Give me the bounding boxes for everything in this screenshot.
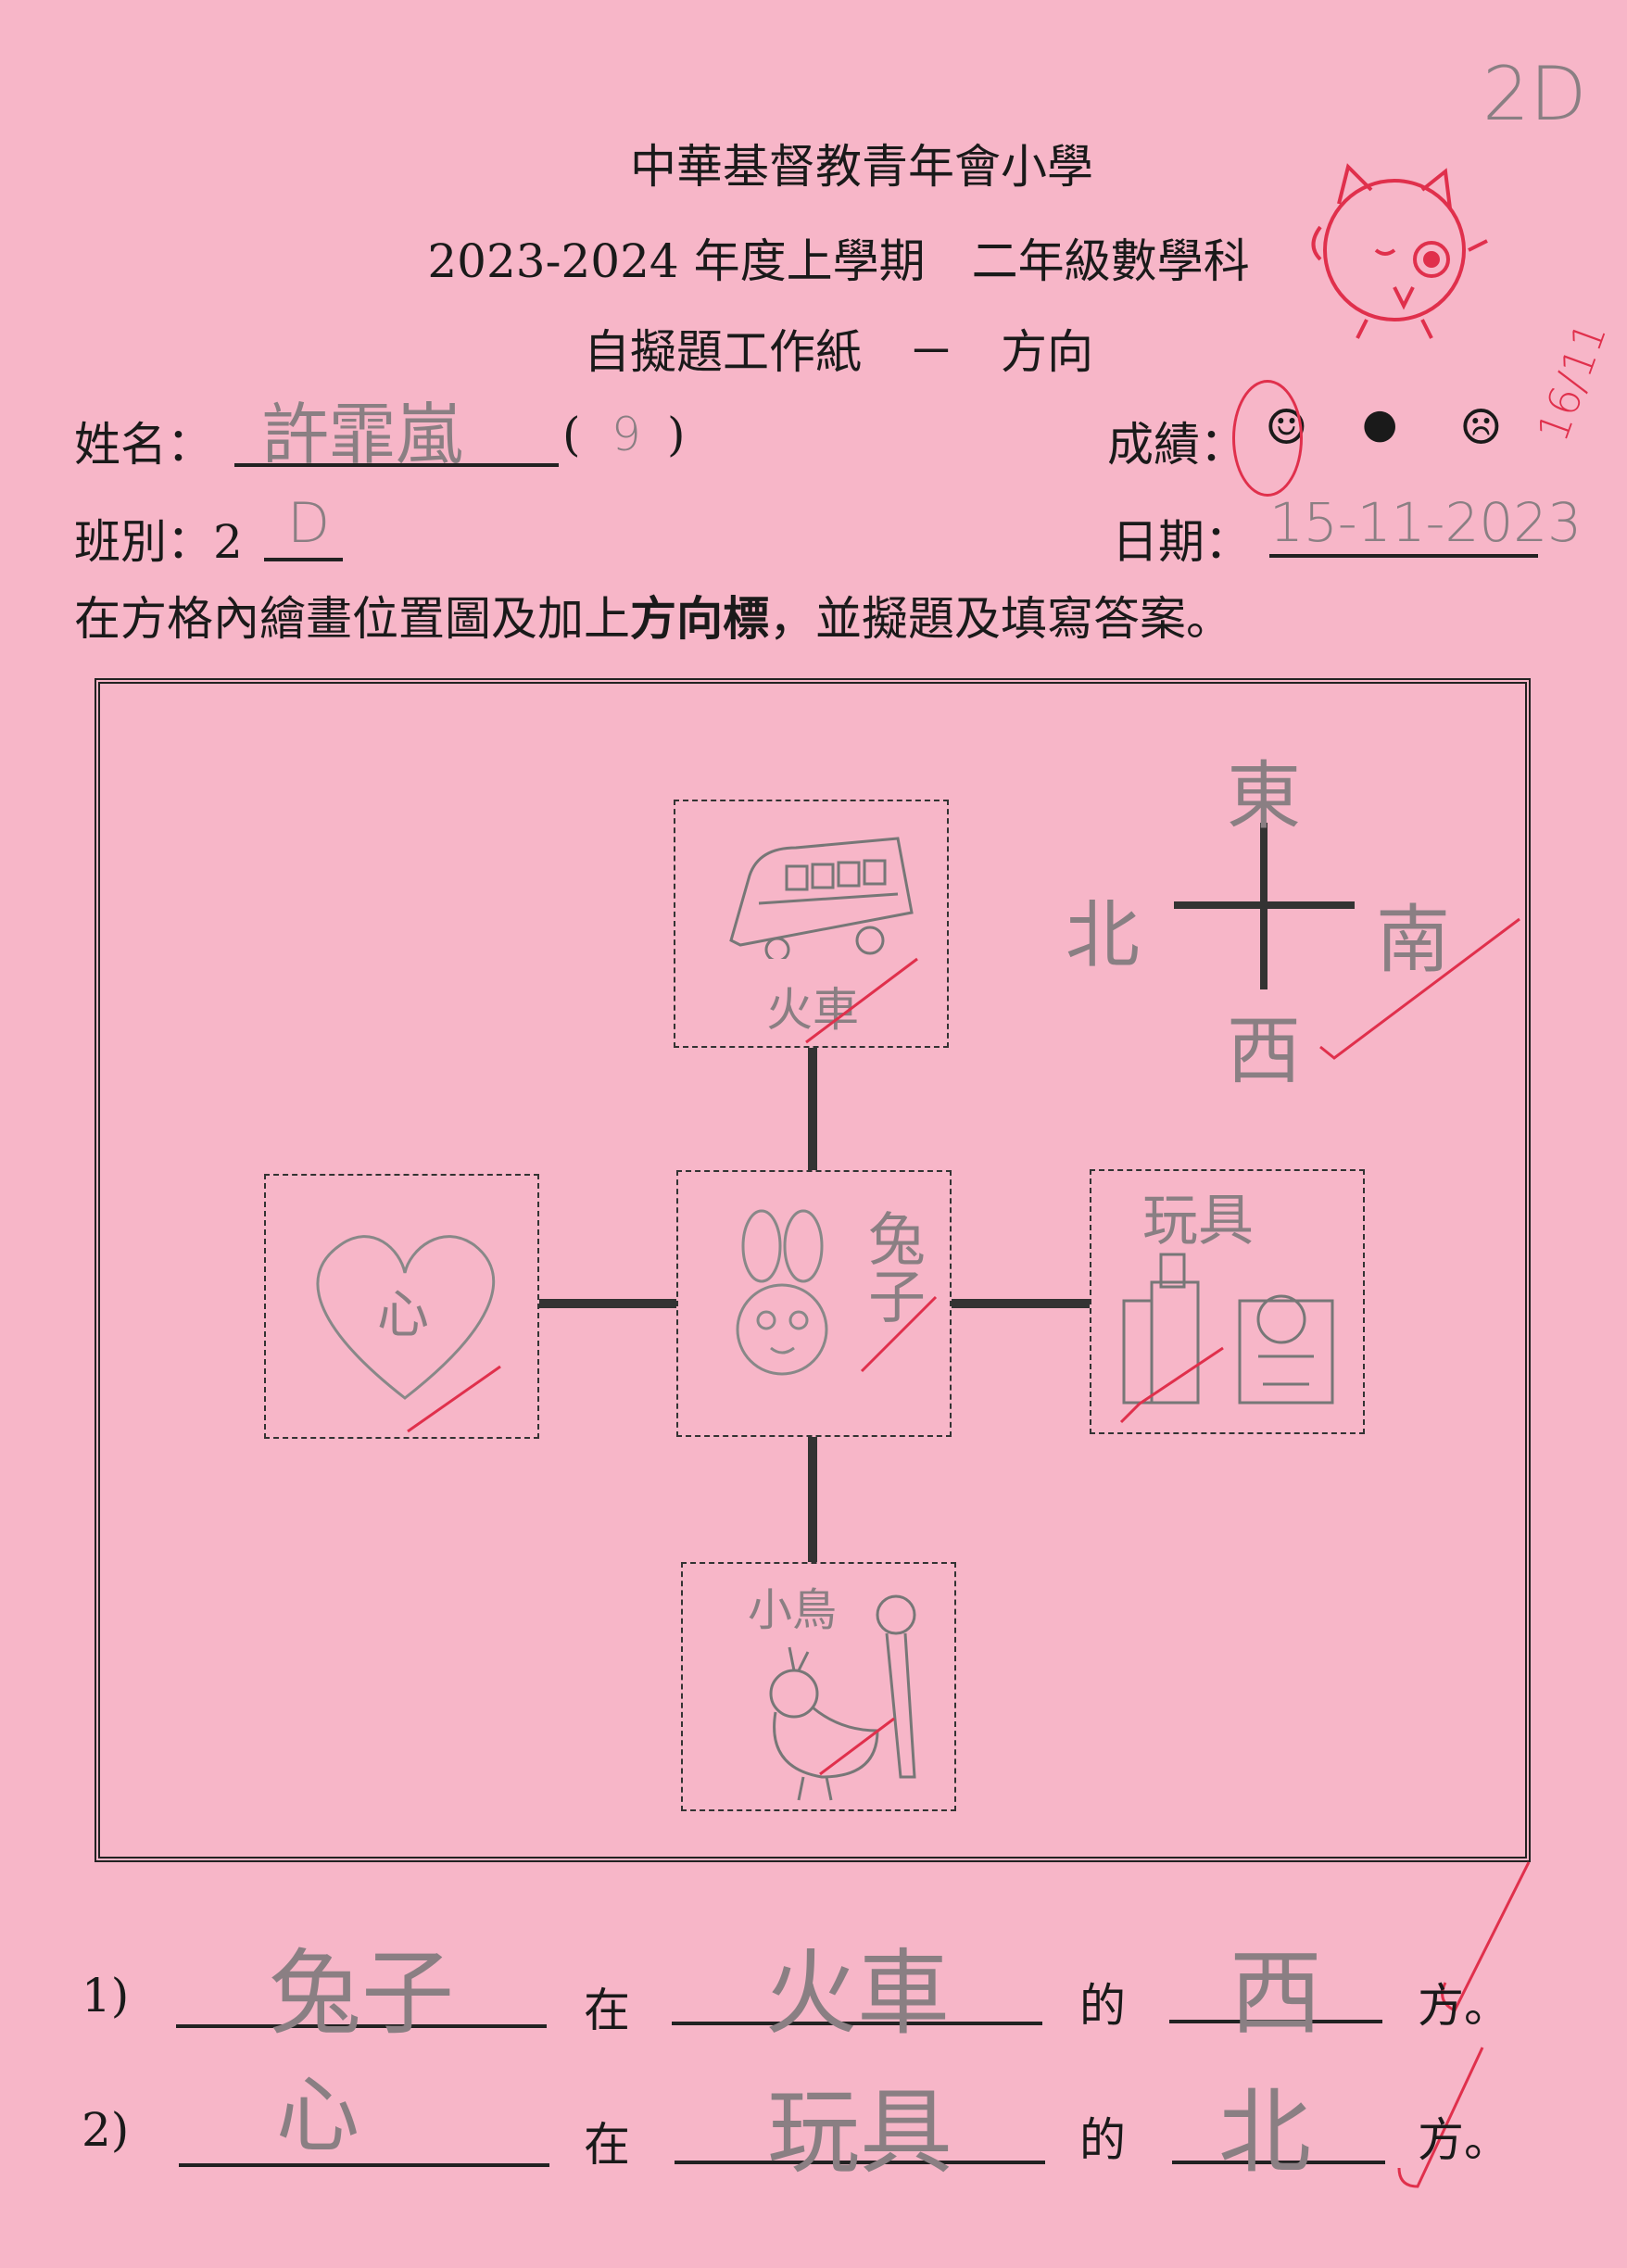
answer-field-reference[interactable]: 火車 — [672, 1918, 1042, 2048]
answer-field-subject[interactable]: 心 — [179, 2057, 549, 2167]
word-direction-end: 方。 — [1418, 1979, 1510, 2033]
grade-face-sad-icon[interactable]: ☹ — [1459, 400, 1503, 456]
date-value: 15-11-2023 — [1269, 491, 1583, 554]
class-label: 班別：2 — [74, 515, 243, 569]
date-label: 日期： — [1112, 515, 1251, 569]
answer-subject: 兔子 — [269, 1939, 454, 2048]
connector-east — [952, 1299, 1090, 1308]
answer-direction: 西 — [1230, 1939, 1322, 2048]
word-direction-end: 方。 — [1418, 2113, 1510, 2167]
worksheet-title: 自擬題工作紙 － 方向 — [584, 325, 1093, 379]
compass-horizontal-line — [1174, 901, 1355, 909]
heart-drawing-icon — [316, 1235, 496, 1400]
word-at: 在 — [584, 1984, 630, 2037]
center-box-label: 兔子 — [858, 1209, 926, 1324]
answer-reference: 火車 — [764, 1939, 950, 2048]
class-field[interactable]: D — [264, 491, 343, 561]
south-box-label: 小鳥 — [748, 1584, 838, 1636]
name-label: 姓名： — [74, 418, 213, 472]
answer-field-direction[interactable]: 西 — [1169, 1918, 1382, 2048]
compass-right-label: 南 — [1376, 897, 1450, 983]
compass-bottom-label: 西 — [1227, 1008, 1301, 1094]
question-number: 2) — [82, 2103, 130, 2157]
grade-circle-mark — [1232, 380, 1303, 497]
instruction-after: ，並擬題及填寫答案。 — [769, 592, 1232, 646]
name-field[interactable]: 許霏嵐 — [234, 371, 559, 473]
number-close: ) — [667, 408, 686, 461]
answer-reference: 玩具 — [767, 2078, 952, 2186]
north-box-label: 火車 — [766, 983, 859, 1037]
corner-class-mark: 2D — [1482, 51, 1587, 137]
word-of: 的 — [1079, 2113, 1126, 2167]
rabbit-drawing-icon — [736, 1209, 828, 1376]
word-at: 在 — [584, 2118, 630, 2172]
answer-field-reference[interactable]: 玩具 — [675, 2057, 1045, 2186]
west-box-label: 心 — [377, 1285, 429, 1345]
word-of: 的 — [1079, 1979, 1126, 2033]
answer-field-direction[interactable]: 北 — [1172, 2057, 1385, 2186]
grade-face-neutral-icon[interactable]: ● — [1362, 400, 1398, 447]
question-number: 1) — [82, 1969, 130, 2022]
map-box-north: 火車 — [674, 800, 949, 1048]
answer-field-subject[interactable]: 兔子 — [176, 1918, 547, 2048]
connector-west — [539, 1299, 676, 1308]
map-box-west: 心 — [264, 1174, 539, 1439]
date-field[interactable]: 15-11-2023 — [1269, 491, 1582, 558]
connector-south — [808, 1437, 817, 1562]
map-box-center: 兔子 — [676, 1170, 952, 1437]
train-drawing-icon — [729, 837, 914, 959]
answer-subject: 心 — [276, 2067, 359, 2164]
number-value: 9 — [612, 408, 641, 461]
compass-left-label: 北 — [1066, 892, 1140, 978]
toys-drawing-icon — [1122, 1253, 1334, 1405]
school-name: 中華基督教青年會小學 — [630, 140, 1093, 194]
character-sticker-icon — [1311, 163, 1488, 339]
bird-drawing-icon — [769, 1594, 916, 1801]
instruction: 在方格內繪畫位置圖及加上方向標，並擬題及填寫答案。 — [74, 582, 1232, 649]
map-frame — [95, 678, 1531, 1862]
east-box-label: 玩具 — [1142, 1189, 1254, 1254]
term-title: 2023-2024 年度上學期 二年級數學科 — [427, 234, 1250, 288]
instruction-before: 在方格內繪畫位置圖及加上 — [74, 592, 630, 646]
instruction-bold: 方向標 — [630, 591, 769, 646]
answer-direction: 北 — [1218, 2078, 1311, 2186]
number-open: ( — [562, 408, 581, 461]
connector-north — [808, 1048, 817, 1170]
map-box-south: 小鳥 — [681, 1562, 956, 1811]
name-value: 許霏嵐 — [262, 396, 463, 473]
grade-label: 成績： — [1107, 418, 1246, 472]
compass-top-label: 東 — [1227, 753, 1301, 839]
map-box-east: 玩具 — [1090, 1169, 1365, 1434]
class-value: D — [287, 491, 331, 556]
